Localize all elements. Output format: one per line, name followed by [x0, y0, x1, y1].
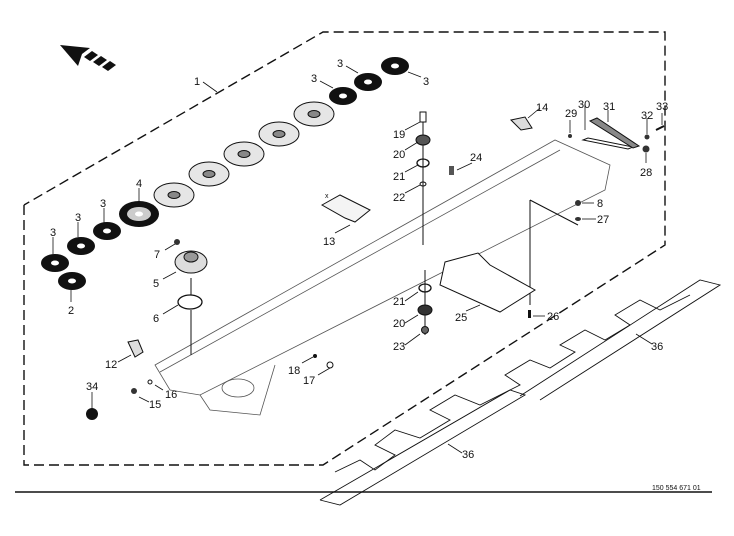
arrow-left-up-icon	[60, 45, 116, 71]
washer-part	[313, 354, 317, 358]
disc-gear	[293, 101, 335, 127]
callout-12[interactable]: 12	[105, 359, 117, 371]
callout-25[interactable]: 25	[455, 312, 467, 324]
nut-part	[131, 388, 137, 394]
callout-16[interactable]: 16	[165, 389, 177, 401]
stud-part	[449, 166, 454, 175]
drawing-number: 150 554 671 01	[652, 485, 701, 492]
cutter-bar	[154, 139, 611, 416]
nut-part	[644, 134, 650, 140]
disc	[41, 254, 69, 272]
callout-22[interactable]: 22	[393, 192, 405, 204]
callout-15[interactable]: 15	[149, 399, 161, 411]
disc	[58, 272, 86, 290]
callout-34[interactable]: 34	[86, 381, 98, 393]
bolt-part	[568, 134, 572, 138]
skid-part	[509, 116, 533, 131]
washer-part	[147, 379, 153, 385]
disc-gear	[119, 201, 159, 227]
nut-part	[575, 200, 581, 206]
callout-30[interactable]: 30	[578, 99, 590, 111]
callout-29[interactable]: 29	[565, 108, 577, 120]
disc	[93, 222, 121, 240]
x-marker: x	[325, 193, 329, 200]
callout-36[interactable]: 36	[651, 341, 663, 353]
knife-part	[588, 117, 641, 149]
callout-32[interactable]: 32	[641, 110, 653, 122]
disc	[329, 87, 357, 105]
callout-27[interactable]: 27	[597, 214, 609, 226]
bolt-stack	[415, 111, 431, 245]
disc-gear	[258, 121, 300, 147]
callout-3[interactable]: 3	[311, 73, 317, 85]
washer-part	[575, 217, 581, 221]
leader-lines	[52, 65, 663, 454]
callout-31[interactable]: 31	[603, 101, 615, 113]
disc-gear	[188, 161, 230, 187]
callout-21[interactable]: 21	[393, 171, 405, 183]
callout-3[interactable]: 3	[50, 227, 56, 239]
cover-plate	[439, 252, 536, 313]
callout-20[interactable]: 20	[393, 318, 405, 330]
callout-3[interactable]: 3	[337, 58, 343, 70]
ball-part	[86, 408, 98, 420]
callout-14[interactable]: 14	[536, 102, 548, 114]
callout-1[interactable]: 1	[194, 76, 200, 88]
disc	[381, 57, 409, 75]
callout-3[interactable]: 3	[75, 212, 81, 224]
disc	[67, 237, 95, 255]
callout-19[interactable]: 19	[393, 129, 405, 141]
callout-36[interactable]: 36	[462, 449, 474, 461]
assembly-boundary	[23, 31, 666, 466]
callout-21[interactable]: 21	[393, 296, 405, 308]
disc-gear	[223, 141, 265, 167]
callout-5[interactable]: 5	[153, 278, 159, 290]
callout-17[interactable]: 17	[303, 375, 315, 387]
nut-stack	[417, 270, 433, 335]
bolt-part	[326, 361, 334, 369]
gearbox-part	[174, 239, 208, 355]
skid-part	[127, 339, 144, 358]
disc-gear	[153, 182, 195, 208]
callout-3[interactable]: 3	[423, 76, 429, 88]
bolt-part	[655, 125, 665, 131]
callout-labels: 1 3 3 3 3 3 3 4 2 7 5 6 12 34 15 16 13 1…	[50, 58, 701, 492]
callout-4[interactable]: 4	[136, 178, 142, 190]
callout-23[interactable]: 23	[393, 341, 405, 353]
callout-26[interactable]: 26	[547, 311, 559, 323]
callout-8[interactable]: 8	[597, 198, 603, 210]
nut-part	[642, 145, 650, 153]
disc-row	[41, 57, 409, 290]
callout-28[interactable]: 28	[640, 167, 652, 179]
callout-20[interactable]: 20	[393, 149, 405, 161]
callout-2[interactable]: 2	[68, 305, 74, 317]
disc	[354, 73, 382, 91]
callout-24[interactable]: 24	[470, 152, 482, 164]
callout-33[interactable]: 33	[656, 101, 668, 113]
callout-18[interactable]: 18	[288, 365, 300, 377]
wear-strip	[319, 279, 722, 506]
screw-part	[528, 310, 531, 318]
guard-part	[320, 194, 371, 223]
callout-7[interactable]: 7	[154, 249, 160, 261]
callout-3[interactable]: 3	[100, 198, 106, 210]
callout-13[interactable]: 13	[323, 236, 335, 248]
callout-6[interactable]: 6	[153, 313, 159, 325]
